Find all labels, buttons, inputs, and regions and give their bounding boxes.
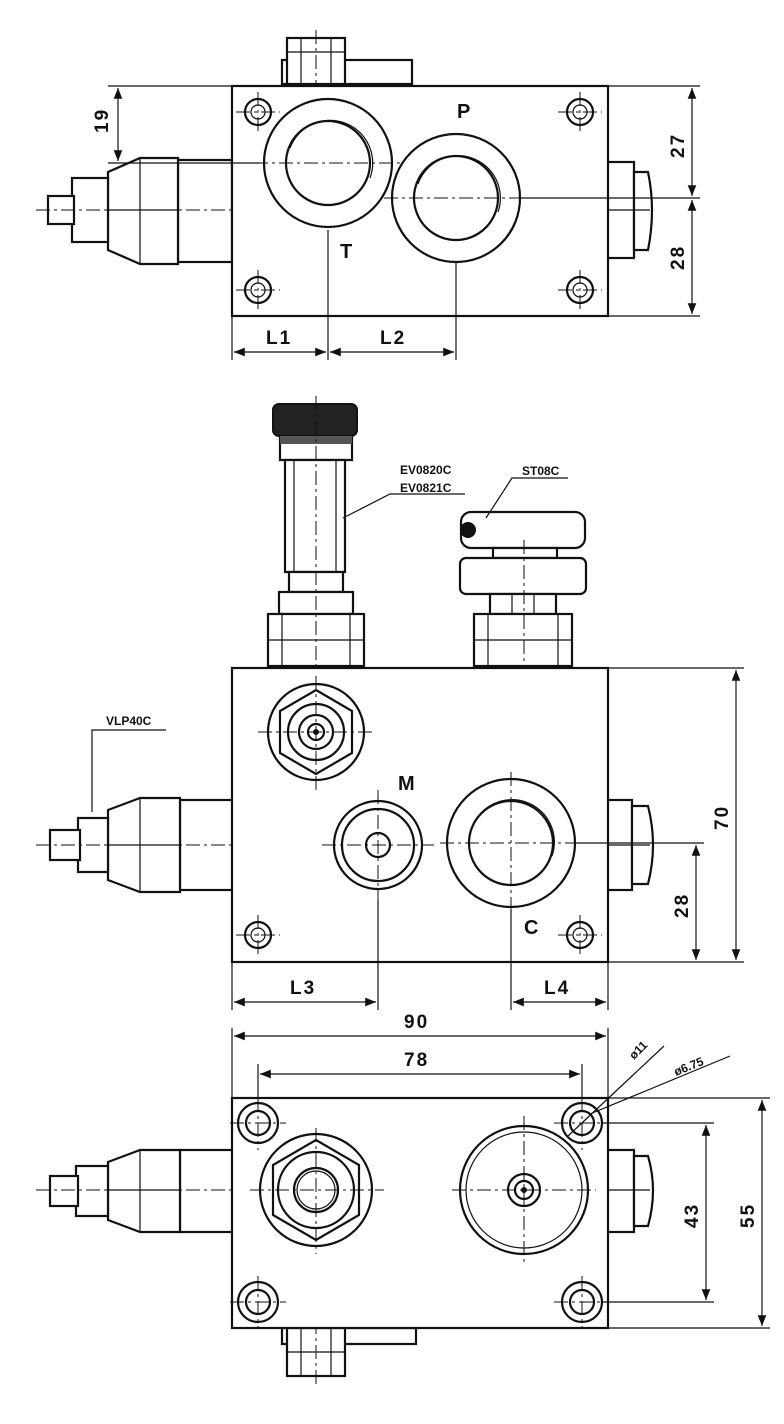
solenoid-leader: EV0820C EV0821C bbox=[342, 463, 465, 519]
right-plug-top bbox=[604, 160, 654, 260]
bottom-fitting bbox=[280, 1320, 418, 1384]
mounting-holes-top bbox=[236, 92, 602, 310]
left-relief-valve-top bbox=[36, 156, 240, 266]
dim-19: 19 bbox=[92, 85, 260, 164]
dim-l3-l4: L3 L4 bbox=[231, 900, 609, 1010]
dim-l1-l2: L1 L2 bbox=[231, 230, 457, 360]
dim-43-55: 43 55 bbox=[602, 1097, 770, 1329]
port-t bbox=[254, 97, 402, 229]
port-c bbox=[440, 772, 584, 912]
right-plug-bottom bbox=[604, 1148, 655, 1234]
dim-70-text: 70 bbox=[712, 805, 733, 830]
dim-19-text: 19 bbox=[92, 108, 113, 133]
restrictor-code: ST08C bbox=[522, 464, 560, 478]
restrictor-bottom-end bbox=[452, 1116, 596, 1264]
port-t-label: T bbox=[340, 241, 352, 263]
solenoid-bottom-end bbox=[250, 1128, 384, 1254]
restrictor-valve bbox=[458, 510, 588, 680]
dim-l1-text: L1 bbox=[266, 328, 292, 349]
diameter-leaders: ø11 ø6.75 bbox=[567, 1038, 731, 1137]
front-view: M C EV0820C EV0821C ST08C VL bbox=[36, 396, 744, 1010]
dim-78-text: 78 bbox=[404, 1050, 429, 1071]
dim-l2-text: L2 bbox=[380, 328, 406, 349]
dim-27-28-top: 27 28 bbox=[520, 85, 700, 317]
dim-70-28-front: 70 28 bbox=[576, 667, 744, 963]
port-m-label: M bbox=[398, 773, 415, 795]
restrictor-leader: ST08C bbox=[485, 464, 568, 519]
right-plug-front bbox=[604, 798, 655, 892]
dim-dia11-text: ø11 bbox=[626, 1038, 650, 1062]
mounting-holes-front bbox=[236, 915, 602, 955]
port-p-label: P bbox=[457, 101, 470, 123]
bottom-view: 90 78 bbox=[36, 1012, 770, 1384]
relief-code: VLP40C bbox=[106, 714, 152, 728]
dim-dia675-text: ø6.75 bbox=[672, 1054, 706, 1079]
top-view: P T 19 27 28 L1 L2 bbox=[36, 30, 700, 360]
dim-90-text: 90 bbox=[404, 1012, 429, 1033]
dim-l3-text: L3 bbox=[290, 978, 316, 999]
solenoid-code-1: EV0820C bbox=[400, 463, 452, 477]
top-fitting bbox=[280, 30, 414, 95]
hex-plug-front bbox=[258, 676, 374, 790]
dim-55-text: 55 bbox=[738, 1203, 759, 1228]
dim-28-front-text: 28 bbox=[672, 893, 693, 918]
port-m bbox=[322, 790, 434, 900]
relief-leader: VLP40C bbox=[91, 714, 166, 812]
solenoid-code-2: EV0821C bbox=[400, 481, 452, 495]
dim-l4-text: L4 bbox=[544, 978, 570, 999]
block-top bbox=[230, 84, 610, 318]
block-front bbox=[230, 666, 610, 964]
dim-27-text: 27 bbox=[668, 133, 689, 158]
mounting-holes-bottom bbox=[230, 1098, 610, 1328]
port-c-label: C bbox=[524, 917, 538, 939]
dim-28-top-text: 28 bbox=[668, 245, 689, 270]
left-relief-valve-front bbox=[36, 796, 244, 894]
dim-43-text: 43 bbox=[682, 1203, 703, 1228]
left-relief-valve-bottom bbox=[36, 1148, 244, 1234]
solenoid-valve bbox=[266, 396, 366, 680]
